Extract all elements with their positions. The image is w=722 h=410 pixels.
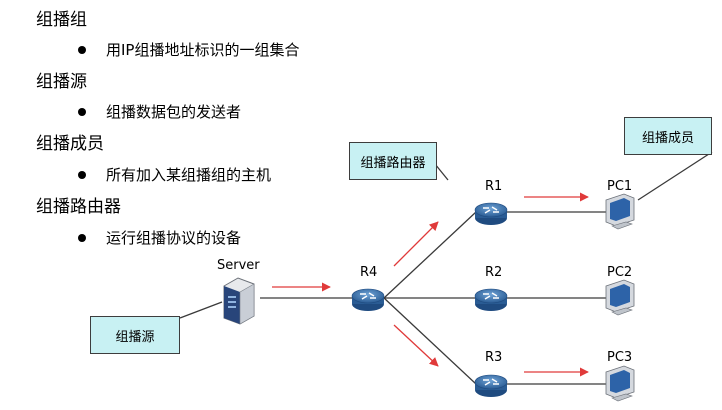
link-callout-router [434,163,449,181]
bullet-multicast-router: 运行组播协议的设备 [78,229,378,247]
link-lines [179,151,713,385]
router-icon-r4 [351,288,385,311]
bullet-text: 组播数据包的发送者 [106,103,242,121]
node-label-r3: R3 [485,350,503,365]
pc-icon-pc1 [605,193,635,230]
node-label-r4: R4 [360,265,378,280]
callout-multicast-router: 组播路由器 [349,142,437,180]
bullet-text: 用IP组播地址标识的一组集合 [106,41,300,59]
callout-multicast-source: 组播源 [90,316,180,354]
node-label-r2: R2 [485,265,503,280]
flow-arrow-r4-r3 [393,324,439,367]
link-r4-r3 [383,297,477,385]
bullet-text: 所有加入某组播组的主机 [106,166,272,184]
flow-arrow-r4-r1 [393,221,439,267]
link-callout-member [637,151,713,201]
heading-multicast-member: 组播成员 [36,134,104,154]
heading-multicast-group: 组播组 [36,10,87,30]
node-label-pc3: PC3 [607,350,633,365]
router-icon-r1 [474,202,508,225]
bullet-multicast-group: 用IP组播地址标识的一组集合 [78,41,378,59]
flow-arrows [272,192,589,377]
bullet-dot [78,46,86,54]
heading-multicast-router: 组播路由器 [36,197,121,217]
node-label-pc2: PC2 [607,265,633,280]
router-icon-r2 [474,288,508,311]
heading-multicast-source: 组播源 [36,72,87,92]
pc-icon-pc3 [605,365,635,402]
node-label-r1: R1 [485,179,503,194]
bullet-text: 运行组播协议的设备 [106,229,242,247]
bullet-multicast-source: 组播数据包的发送者 [78,103,378,121]
callout-multicast-member: 组播成员 [624,117,712,155]
pc-icon-pc2 [605,279,635,316]
bullet-dot [78,234,86,242]
router-icon-r3 [474,374,508,397]
bullet-multicast-member: 所有加入某组播组的主机 [78,166,378,184]
link-callout-source [179,301,223,319]
node-label-server: Server [217,258,260,273]
bullet-dot [78,171,86,179]
node-label-pc1: PC1 [607,179,633,194]
link-r4-r1 [383,211,477,299]
bullet-dot [78,108,86,116]
server-icon [223,277,255,325]
